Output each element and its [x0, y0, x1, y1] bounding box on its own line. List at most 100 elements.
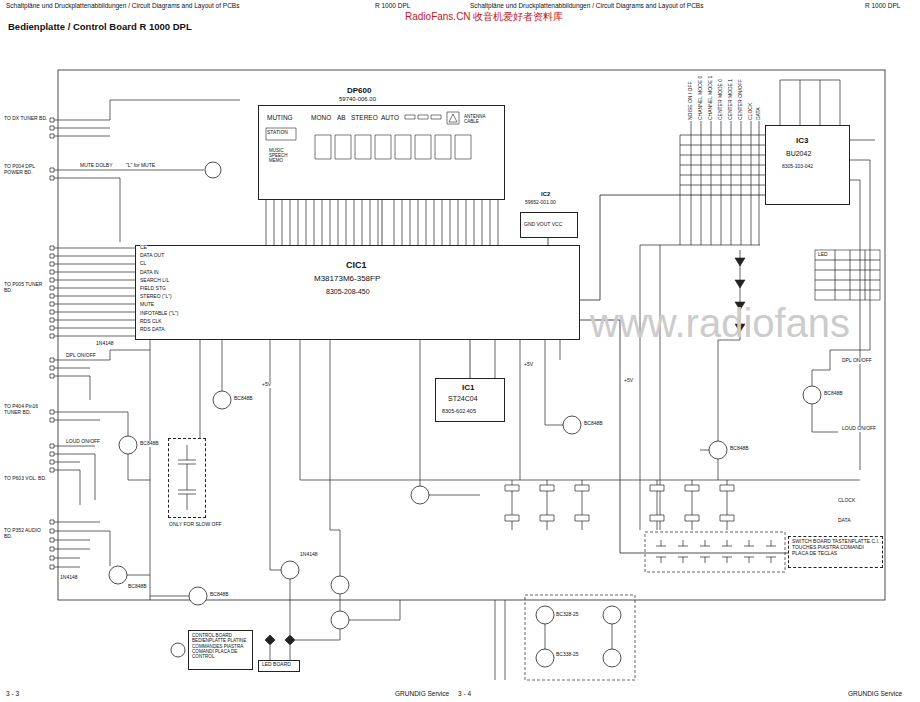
schematic-label: BC848B — [824, 391, 843, 397]
schematic-label: CLOCK — [748, 103, 754, 120]
signal-wire — [548, 238, 549, 245]
board-reference: CONTROL BOARD BEDIENPLATTE PLATINE COMMA… — [188, 630, 253, 670]
schematic-label: CHANNEL MODE 1 — [708, 76, 714, 120]
schematic-label: +5V — [624, 378, 633, 384]
page-note: R 1000 DPL — [865, 2, 900, 9]
transistor-symbol — [411, 486, 429, 504]
option-box: ONLY FOR SLOW OFF — [168, 438, 206, 518]
schematic-label: RDS DATA — [140, 327, 165, 333]
node-heading: IC1 — [462, 383, 474, 392]
signal-wire — [470, 340, 471, 378]
board-reference: SWITCH BOARD TASTENPLATTE C.I. TOUCHES P… — [788, 536, 883, 568]
schematic-label: CENTER ON/OFF — [738, 79, 744, 120]
display-module: DP60059740-006.00MUTINGMONOABSTEREOAUTOS… — [258, 105, 505, 200]
schematic-label: MUTE — [140, 302, 154, 308]
schematic-label: LED — [818, 252, 828, 258]
schematic-label: CENTER MODE 1 — [728, 79, 734, 120]
schematic-label: TO DX TUNER BD. — [4, 116, 48, 122]
transistor-symbol — [536, 649, 554, 667]
wire-net — [54, 80, 880, 680]
schematic-label: DPL ON/OFF — [842, 358, 872, 364]
node-text: BU2042 — [786, 150, 811, 158]
schematic-label: NOISE ON / OFF — [688, 81, 694, 120]
transistor-symbol — [536, 606, 554, 624]
node-text: 8305-208-450 — [326, 288, 370, 296]
board-frame — [58, 70, 885, 600]
page-note: GRUNDIG Service — [848, 690, 902, 697]
transistor-symbol — [563, 416, 581, 434]
schematic-label: TO P005 TUNER BD. — [4, 282, 48, 294]
page-note: Schaltpläne und Druckplattenabbildungen … — [470, 2, 703, 9]
schematic-label: DATA — [756, 107, 762, 120]
node-text: ANTENNA CABLE — [464, 114, 498, 124]
node-text: 8305-103-042 — [782, 164, 813, 170]
connector-pins — [50, 118, 54, 569]
transistor-symbol — [281, 561, 299, 579]
schematic-label: BC848B — [584, 421, 603, 427]
schematic-label: MUTE DOLBY — [80, 163, 113, 169]
schematic-label: INFOTABLE ("L") — [140, 311, 178, 317]
transistor-symbol — [109, 566, 127, 584]
schematic-label: BC338-25 — [556, 652, 579, 658]
schematic-label: LOUD ON/OFF — [66, 439, 100, 445]
signal-wire — [580, 195, 765, 300]
ic-box: IC259652-001.00GND VOUT VCC — [520, 212, 578, 238]
node-heading: CIC1 — [346, 260, 367, 270]
resistor-symbol — [505, 485, 734, 521]
schematic-label: BC848B — [730, 446, 749, 452]
microcontroller-box: CIC1M38173M6-358FP 8305-208-450 — [135, 245, 580, 340]
node-text: MUSIC SPEECH MEMO — [269, 148, 297, 164]
schematic-label: BC848B — [140, 441, 159, 447]
transistor-symbol — [205, 162, 221, 178]
page-note: R 1000 DPL — [375, 2, 410, 9]
node-text: GND VOUT VCC — [524, 222, 562, 228]
signal-wire — [382, 200, 383, 245]
node-text: STEREO — [351, 114, 378, 121]
board-title: Bedienplatte / Control Board R 1000 DPL — [8, 22, 192, 33]
transistor-symbol — [119, 436, 137, 454]
schematic-label: TO P352 AUDIO BD. — [4, 528, 48, 540]
schematic-label: 1N4148 — [300, 552, 318, 558]
node-heading: DP600 — [347, 86, 371, 95]
schematic-label: DATA IN — [140, 270, 159, 276]
node-text: 8305-602.405 — [442, 408, 476, 414]
node-heading: SWITCH BOARD TASTENPLATTE C.I. TOUCHES P… — [792, 539, 880, 556]
schematic-label: SEARCH L/L — [140, 278, 169, 284]
node-text: M38173M6-358FP — [314, 274, 380, 283]
node-text: AB — [337, 114, 346, 121]
schematic-label: CLOCK — [838, 498, 855, 504]
node-text: MUTING — [267, 114, 293, 121]
schematic-label: CE — [140, 245, 147, 251]
page-note: GRUNDIG Service — [395, 690, 449, 697]
node-heading: IC3 — [796, 136, 808, 145]
schematic-label: BC848B — [128, 584, 147, 590]
ic-box: IC3BU2042 8305-103-042 — [765, 125, 850, 205]
transistor-symbol — [603, 649, 621, 667]
schematic-label: DPL ON/OFF — [66, 353, 96, 359]
node-text: MONO — [311, 114, 331, 121]
page-note: Schaltpläne und Druckplattenabbildungen … — [6, 2, 239, 9]
marker-circle — [171, 643, 185, 657]
node-text: AUTO — [381, 114, 399, 121]
node-heading: LED BOARD — [262, 662, 291, 668]
schematic-label: +5V — [524, 362, 533, 368]
schematic-label: BC848B — [234, 396, 253, 402]
schematic-label: 1N4148 — [60, 575, 78, 581]
node-heading: IC2 — [541, 191, 550, 198]
schematic-label: CENTER MODE 0 — [718, 79, 724, 120]
schematic-label: CHANNEL MODE 0 — [698, 76, 704, 120]
schematic-label: BC328-25 — [556, 612, 579, 618]
transistor-symbol — [189, 587, 207, 605]
eeprom-box: IC1ST24C04 8305-602.405 — [435, 378, 505, 422]
schematic-label: www.radiofans — [590, 300, 850, 346]
key-section — [645, 532, 785, 572]
schematic-label: CL — [140, 261, 146, 267]
transistor-symbol — [213, 391, 231, 409]
schematic-label: "L" for MUTE — [126, 163, 155, 169]
schematic-label: DATA — [838, 518, 851, 524]
schematic-label: RDS CLK — [140, 319, 162, 325]
node-text: ST24C04 — [448, 395, 478, 403]
schematic-label: TO P603 VOL. BD. — [4, 476, 48, 482]
transistor-symbol — [331, 576, 349, 594]
